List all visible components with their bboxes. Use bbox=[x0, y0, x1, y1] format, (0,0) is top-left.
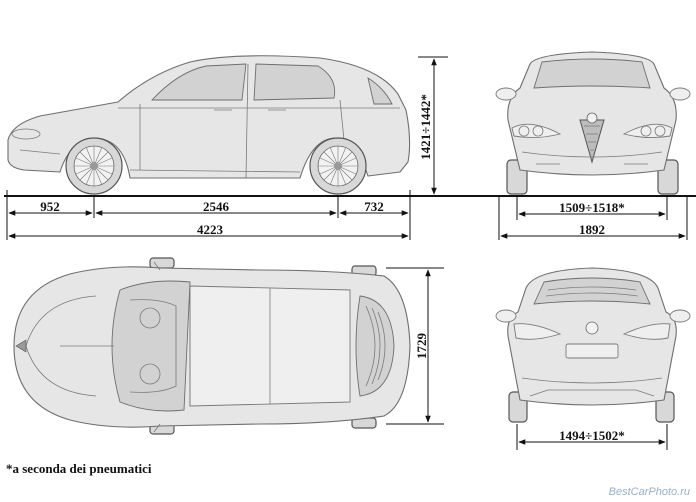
rear-wheel bbox=[309, 137, 367, 195]
height-label: 1421÷1442* bbox=[418, 94, 433, 160]
rear-track-label: 1494÷1502* bbox=[559, 428, 625, 443]
overall-length-label: 4223 bbox=[197, 222, 224, 237]
overall-width-label: 1892 bbox=[579, 222, 605, 237]
front-dimensions bbox=[498, 196, 688, 240]
front-overhang-label: 952 bbox=[40, 199, 60, 214]
side-dimensions bbox=[6, 56, 448, 240]
rear-overhang-label: 732 bbox=[364, 199, 384, 214]
top-view-car bbox=[13, 257, 411, 435]
top-dimensions bbox=[386, 267, 444, 425]
width-label-top: 1729 bbox=[414, 333, 429, 360]
rear-view-car bbox=[495, 267, 691, 423]
front-wheel bbox=[65, 137, 123, 195]
footnote: *a seconda dei pneumatici bbox=[6, 461, 152, 476]
front-view-car bbox=[495, 51, 691, 195]
front-track-label: 1509÷1518* bbox=[559, 200, 625, 215]
side-view-car bbox=[7, 55, 411, 179]
rear-dimensions bbox=[516, 424, 668, 450]
wheelbase-label: 2546 bbox=[203, 199, 230, 214]
watermark: BestCarPhoto.ru bbox=[608, 486, 690, 498]
